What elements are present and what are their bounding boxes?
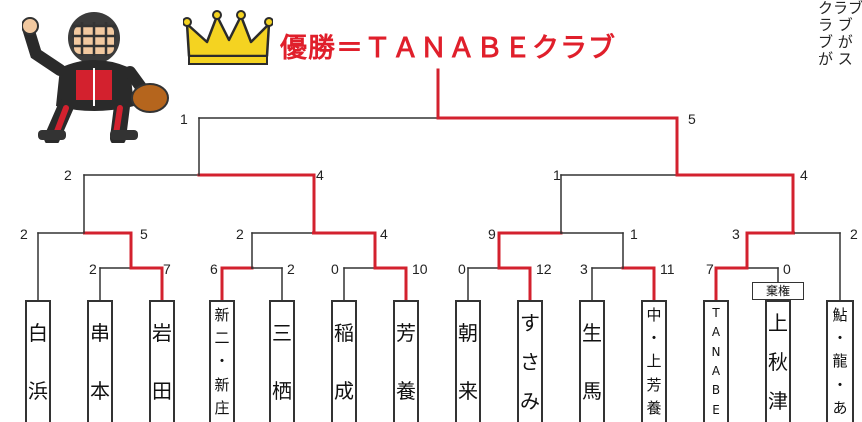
team-char: 津	[768, 388, 788, 413]
score-susami-r1: 12	[536, 261, 552, 277]
team-char: あ	[832, 398, 848, 417]
team-box-ikuma: 生 馬	[579, 300, 605, 422]
team-char: 中	[646, 306, 662, 325]
team-box-tanabe: T A N A B E	[703, 300, 729, 422]
score-kamiakizu-r1: 0	[783, 261, 791, 277]
side-text-fragment: クラブラ ブブ がが ス	[818, 0, 862, 68]
team-char: ・	[832, 329, 848, 348]
team-char: A	[711, 364, 721, 379]
score-haga-r2: 4	[380, 226, 388, 242]
score-ikuma-r1: 3	[580, 261, 588, 277]
team-char: 栖	[272, 379, 292, 403]
score-naka-r1: 11	[660, 261, 675, 277]
team-char: ・	[646, 329, 662, 348]
team-box-inari: 稲 成	[331, 300, 357, 422]
team-char: 上	[768, 311, 788, 336]
team-char: 上	[646, 352, 662, 371]
score-inari-r1: 0	[331, 261, 339, 277]
team-char: さ	[520, 349, 540, 374]
score-misu-r1: 2	[287, 261, 295, 277]
team-char: 養	[646, 398, 662, 417]
team-char: 庄	[214, 398, 230, 417]
team-char: 鮎	[832, 306, 848, 325]
team-char: す	[520, 311, 540, 336]
team-char: T	[712, 306, 720, 321]
team-char: 白	[28, 321, 48, 345]
score-shinni-r2: 2	[236, 226, 244, 242]
team-char: 田	[152, 379, 172, 403]
side-text-line: が ス	[818, 50, 853, 68]
team-char: 馬	[582, 379, 602, 403]
team-box-misu: 三 栖	[269, 300, 295, 422]
team-box-susami: す さ み	[517, 300, 543, 422]
team-box-shinni-shinjo: 新 二 ・ 新 庄	[209, 300, 235, 422]
team-char: 芳	[646, 375, 662, 394]
side-text-line: クラブ	[818, 0, 862, 17]
score-iwata-r1: 7	[163, 261, 171, 277]
team-char: 三	[272, 321, 292, 345]
team-char: み	[520, 388, 540, 413]
team-char: N	[711, 344, 721, 359]
crown-icon	[183, 10, 273, 65]
team-box-shirahama: 白 浜	[25, 300, 51, 422]
team-char: 成	[334, 379, 354, 403]
score-final-right: 5	[688, 111, 696, 127]
score-right-semi-a: 1	[553, 167, 561, 183]
team-box-kushimoto: 串 本	[87, 300, 113, 422]
team-char: 稲	[334, 321, 354, 345]
side-text-line: ブ が	[818, 33, 853, 51]
team-char: 本	[90, 379, 110, 403]
score-left-semi-a: 2	[64, 167, 72, 183]
team-char: 生	[582, 321, 602, 345]
team-char: 龍	[832, 352, 848, 371]
team-char: 秋	[768, 349, 788, 374]
score-tanabe-r2: 3	[732, 226, 740, 242]
score-ayu-r2: 2	[850, 226, 858, 242]
team-char: 新	[214, 375, 230, 394]
team-box-haga: 芳 養	[393, 300, 419, 422]
catcher-mascot-illustration	[22, 12, 169, 143]
team-char: 養	[396, 379, 416, 403]
score-iwata-r2: 5	[140, 226, 148, 242]
side-text-line: ラ ブ	[818, 16, 853, 34]
score-naka-r2: 1	[630, 226, 638, 242]
score-left-semi-b: 4	[316, 167, 324, 183]
team-box-ayu-ryujin: 鮎 ・ 龍 ・ あ	[826, 300, 854, 422]
score-final-left: 1	[180, 111, 188, 127]
team-box-kamiakizu: 上 秋 津	[765, 300, 791, 422]
team-char: 二	[214, 329, 230, 348]
team-box-asago: 朝 来	[455, 300, 481, 422]
team-char: 朝	[458, 321, 478, 345]
score-asago-r1: 0	[458, 261, 466, 277]
score-haga-r1: 10	[412, 261, 428, 277]
score-shirahama-r2: 2	[20, 226, 28, 242]
team-char: 芳	[396, 321, 416, 345]
forfeit-label: 棄権	[752, 282, 804, 300]
team-box-iwata: 岩 田	[149, 300, 175, 422]
score-shinni-r1: 6	[210, 261, 218, 277]
team-char: B	[711, 383, 721, 398]
team-char: 来	[458, 379, 478, 403]
team-char: 浜	[28, 379, 48, 403]
score-tanabe-r1: 7	[706, 261, 714, 277]
team-char: ・	[214, 352, 230, 371]
team-char: A	[711, 325, 721, 340]
score-susami-r2: 9	[488, 226, 496, 242]
team-char: ・	[832, 375, 848, 394]
team-box-naka-haga: 中 ・ 上 芳 養	[641, 300, 667, 422]
team-char: 新	[214, 306, 230, 325]
team-char: 岩	[152, 321, 172, 345]
score-kushimoto-r1: 2	[89, 261, 97, 277]
champion-title: 優勝＝ＴＡＮＡＢＥクラブ	[280, 33, 616, 64]
team-char: E	[712, 402, 720, 417]
team-char: 串	[90, 321, 110, 345]
score-right-semi-b: 4	[800, 167, 808, 183]
